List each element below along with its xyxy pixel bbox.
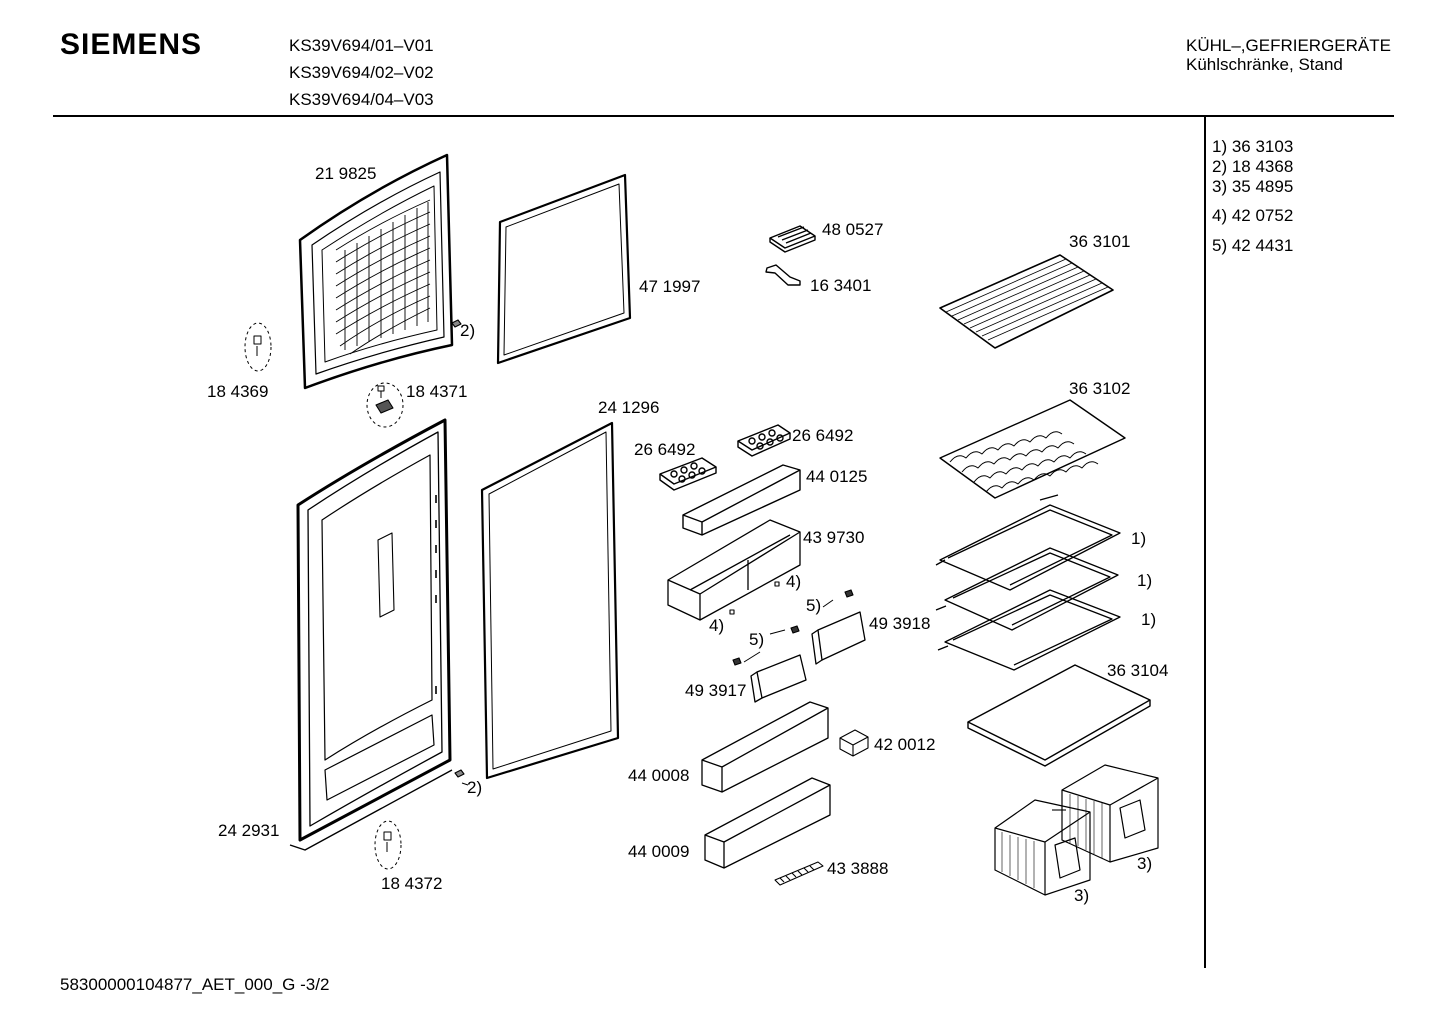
compartment-flaps-drawing [750, 611, 866, 703]
ice-tray-drawing [769, 225, 816, 253]
part-label-471997: 47 1997 [639, 277, 701, 296]
ref-label-1-a: 1) [1131, 529, 1147, 548]
glass-shelves-drawing [935, 494, 1121, 671]
freezer-gasket-drawing [496, 173, 632, 365]
butter-compartment-drawing [667, 519, 801, 621]
hinge-details-drawing [244, 322, 404, 870]
ref-label-1-b: 1) [1137, 571, 1153, 590]
legend-item-2: 2) 18 4368 [1212, 157, 1294, 176]
small-parts-drawing [375, 319, 1066, 886]
part-label-163401: 16 3401 [810, 276, 872, 295]
legend-divider [1204, 117, 1206, 968]
glass-shelf-363104-drawing [967, 664, 1151, 767]
ice-scraper-drawing [765, 264, 801, 286]
model-number-2: KS39V694/02–V02 [289, 63, 434, 82]
fridge-gasket-drawing [480, 421, 620, 780]
part-label-184372: 18 4372 [381, 874, 443, 893]
part-label-493917: 49 3917 [685, 681, 747, 700]
part-label-266492-right: 26 6492 [792, 426, 854, 445]
egg-tray-drawings [659, 424, 791, 491]
wire-shelf-drawing [939, 254, 1114, 349]
legend-item-3: 3) 35 4895 [1212, 177, 1294, 196]
part-label-184371: 18 4371 [406, 382, 468, 401]
part-label-440008: 44 0008 [628, 766, 690, 785]
ref-label-5-upper: 5) [806, 596, 822, 615]
ref-label-1-c: 1) [1141, 610, 1157, 629]
model-number-1: KS39V694/01–V01 [289, 36, 434, 55]
part-label-493918: 49 3918 [869, 614, 931, 633]
part-label-219825: 21 9825 [315, 164, 377, 183]
part-label-266492-left: 26 6492 [634, 440, 696, 459]
part-label-363104: 36 3104 [1107, 661, 1169, 680]
bottle-rack-drawing [939, 399, 1126, 499]
model-number-3: KS39V694/04–V03 [289, 90, 434, 109]
door-racks-drawing [701, 701, 831, 869]
part-label-184369: 18 4369 [207, 382, 269, 401]
category-title: KÜHL–,GEFRIERGERÄTE [1186, 36, 1391, 55]
part-label-420012: 42 0012 [874, 735, 936, 754]
header-divider [53, 115, 1394, 117]
part-label-439730: 43 9730 [803, 528, 865, 547]
part-label-363101: 36 3101 [1069, 232, 1131, 251]
part-label-440009: 44 0009 [628, 842, 690, 861]
vegetable-drawers-drawing [994, 764, 1159, 896]
ref-label-5-lower: 5) [749, 630, 765, 649]
part-label-241296: 24 1296 [598, 398, 660, 417]
ref-label-2-top: 2) [460, 321, 476, 340]
legend-item-4: 4) 42 0752 [1212, 206, 1294, 225]
ref-label-3-left: 3) [1074, 886, 1090, 905]
part-label-363102: 36 3102 [1069, 379, 1131, 398]
leader-lines-drawing [461, 599, 834, 786]
legend-item-1: 1) 36 3103 [1212, 137, 1294, 156]
door-shelf-440125-drawing [682, 464, 801, 536]
freezer-door-drawing [298, 153, 454, 390]
part-label-480527: 48 0527 [822, 220, 884, 239]
ref-label-3-right: 3) [1137, 854, 1153, 873]
ref-label-2-bottom: 2) [467, 778, 483, 797]
category-subtitle: Kühlschränke, Stand [1186, 55, 1343, 74]
part-label-433888: 43 3888 [827, 859, 889, 878]
fridge-door-drawing [289, 418, 453, 851]
part-label-440125: 44 0125 [806, 467, 868, 486]
ref-label-4-right: 4) [786, 572, 802, 591]
document-footer-id: 58300000104877_AET_000_G -3/2 [60, 975, 330, 994]
legend-item-5: 5) 42 4431 [1212, 236, 1294, 255]
part-label-242931: 24 2931 [218, 821, 280, 840]
ref-label-4-left: 4) [709, 616, 725, 635]
brand-logo: SIEMENS [60, 28, 203, 61]
